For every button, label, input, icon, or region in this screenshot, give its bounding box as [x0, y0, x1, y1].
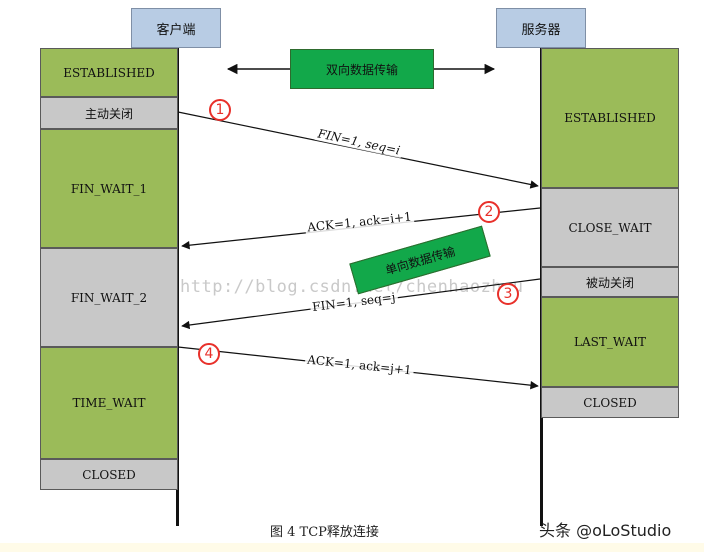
- bottom-strip: [0, 543, 704, 552]
- step-marker-1: 1: [209, 99, 231, 121]
- client-state-active-close: 主动关闭: [40, 97, 178, 129]
- server-state-close-wait: CLOSE_WAIT: [541, 188, 679, 267]
- bidirectional-data-banner: 双向数据传输: [290, 49, 434, 89]
- step-marker-2: 2: [478, 201, 500, 223]
- client-state-fin-wait-1: FIN_WAIT_1: [40, 129, 178, 248]
- client-state-closed: CLOSED: [40, 459, 178, 490]
- client-state-time-wait: TIME_WAIT: [40, 347, 178, 459]
- step-marker-3: 3: [497, 283, 519, 305]
- server-state-closed: CLOSED: [541, 387, 679, 418]
- server-header: 服务器: [496, 8, 586, 48]
- step-marker-4: 4: [198, 343, 220, 365]
- server-state-established: ESTABLISHED: [541, 48, 679, 188]
- client-state-fin-wait-2: FIN_WAIT_2: [40, 248, 178, 347]
- figure-caption: 图 4 TCP释放连接: [270, 525, 379, 540]
- credit-text: 头条 @oLoStudio: [539, 521, 672, 540]
- server-state-last-wait: LAST_WAIT: [541, 297, 679, 387]
- client-state-established: ESTABLISHED: [40, 48, 178, 97]
- server-state-passive-close: 被动关闭: [541, 267, 679, 297]
- client-header: 客户端: [131, 8, 221, 48]
